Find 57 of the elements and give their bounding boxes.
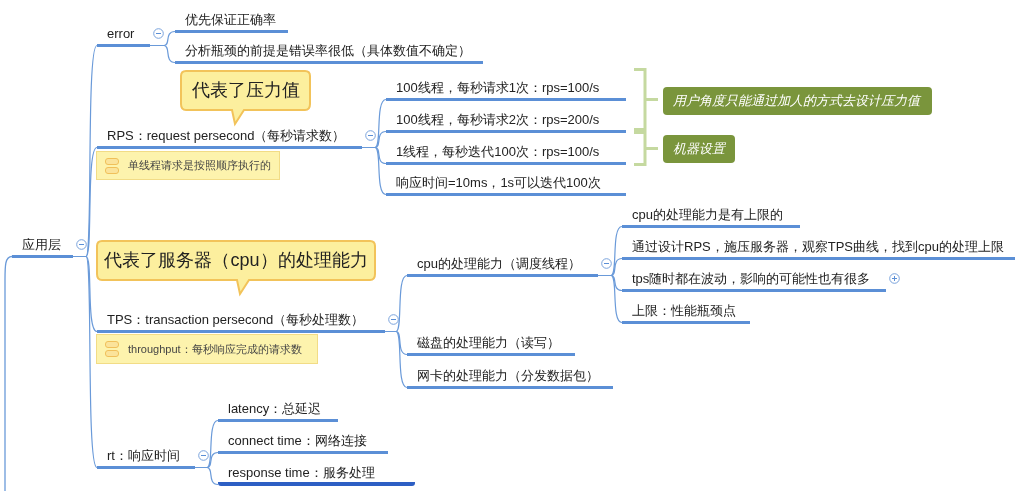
topic-text: latency：总延迟 bbox=[228, 400, 322, 418]
topic-branch bbox=[386, 110, 626, 133]
topic-text: TPS：transaction persecond（每秒处理数） bbox=[107, 311, 365, 329]
topic-branch bbox=[175, 10, 288, 33]
summary-text: 机器设置 bbox=[673, 140, 725, 158]
topic-text: 分析瓶颈的前提是错误率很低（具体数值不确定） bbox=[185, 42, 471, 60]
topic-branch bbox=[12, 235, 73, 258]
topic-branch bbox=[622, 269, 886, 292]
topic-branch bbox=[218, 431, 388, 454]
topic-text: cpu的处理能力是有上限的 bbox=[632, 206, 783, 224]
callout-text: 代表了压力值 bbox=[190, 79, 301, 101]
branch-connector bbox=[194, 466, 219, 486]
note-text: throughput：每秒响应完成的请求数 bbox=[128, 341, 302, 357]
topic-text: connect time：网络连接 bbox=[228, 432, 367, 450]
topic-text: response time：服务处理 bbox=[228, 464, 375, 482]
topic-text: 磁盘的处理能力（读写） bbox=[417, 334, 560, 352]
callout-bubble bbox=[180, 70, 311, 124]
topic-text: tps随时都在波动，影响的可能性也有很多 bbox=[632, 270, 871, 288]
summary-text: 用户角度只能通过加人的方式去设计压力值 bbox=[673, 92, 920, 110]
callout-text: 代表了服务器（cpu）的处理能力 bbox=[103, 249, 369, 271]
topic-text: 上限：性能瓶颈点 bbox=[632, 302, 736, 320]
topic-branch bbox=[622, 237, 1015, 260]
topic-branch bbox=[175, 41, 483, 64]
branch-connector bbox=[597, 274, 623, 324]
topic-text: RPS：request persecond（每秒请求数） bbox=[107, 127, 346, 145]
topic-branch bbox=[386, 173, 626, 196]
branch-connector bbox=[384, 330, 408, 389]
topic-text: 应用层 bbox=[22, 236, 61, 254]
topic-branch bbox=[97, 446, 195, 469]
topic-text: 优先保证正确率 bbox=[185, 11, 276, 29]
topic-branch bbox=[407, 254, 598, 277]
topic-text: 响应时间=10ms，1s可以迭代100次 bbox=[396, 174, 601, 192]
topic-branch bbox=[407, 366, 613, 389]
topic-branch bbox=[407, 333, 575, 356]
branch-connector bbox=[72, 255, 98, 469]
branch-connector bbox=[149, 44, 176, 64]
topic-text: error bbox=[107, 25, 135, 43]
summary-box bbox=[663, 135, 735, 163]
note-text: 单线程请求是按照顺序执行的 bbox=[128, 158, 271, 173]
topic-branch bbox=[622, 301, 750, 324]
topic-text: 网卡的处理能力（分发数据包） bbox=[417, 367, 599, 385]
topic-text: 100线程，每秒请求2次：rps=200/s bbox=[396, 111, 600, 129]
topic-text: 100线程，每秒请求1次：rps=100/s bbox=[396, 79, 600, 97]
topic-branch bbox=[386, 78, 626, 101]
topic-branch bbox=[218, 463, 415, 486]
topic-branch bbox=[622, 205, 800, 228]
note-box bbox=[96, 334, 318, 364]
note-box bbox=[96, 151, 280, 180]
summary-box bbox=[663, 87, 932, 115]
topic-branch bbox=[386, 142, 626, 165]
topic-branch bbox=[218, 399, 338, 422]
topic-text: 通过设计RPS，施压服务器，观察TPS曲线，找到cpu的处理上限 bbox=[632, 238, 1004, 256]
callout-bubble bbox=[96, 240, 376, 294]
topic-text: 1线程，每秒迭代100次：rps=100/s bbox=[396, 143, 600, 161]
branch-connector bbox=[361, 146, 387, 196]
topic-text: cpu的处理能力（调度线程） bbox=[417, 255, 581, 273]
topic-text: rt：响应时间 bbox=[107, 447, 180, 465]
